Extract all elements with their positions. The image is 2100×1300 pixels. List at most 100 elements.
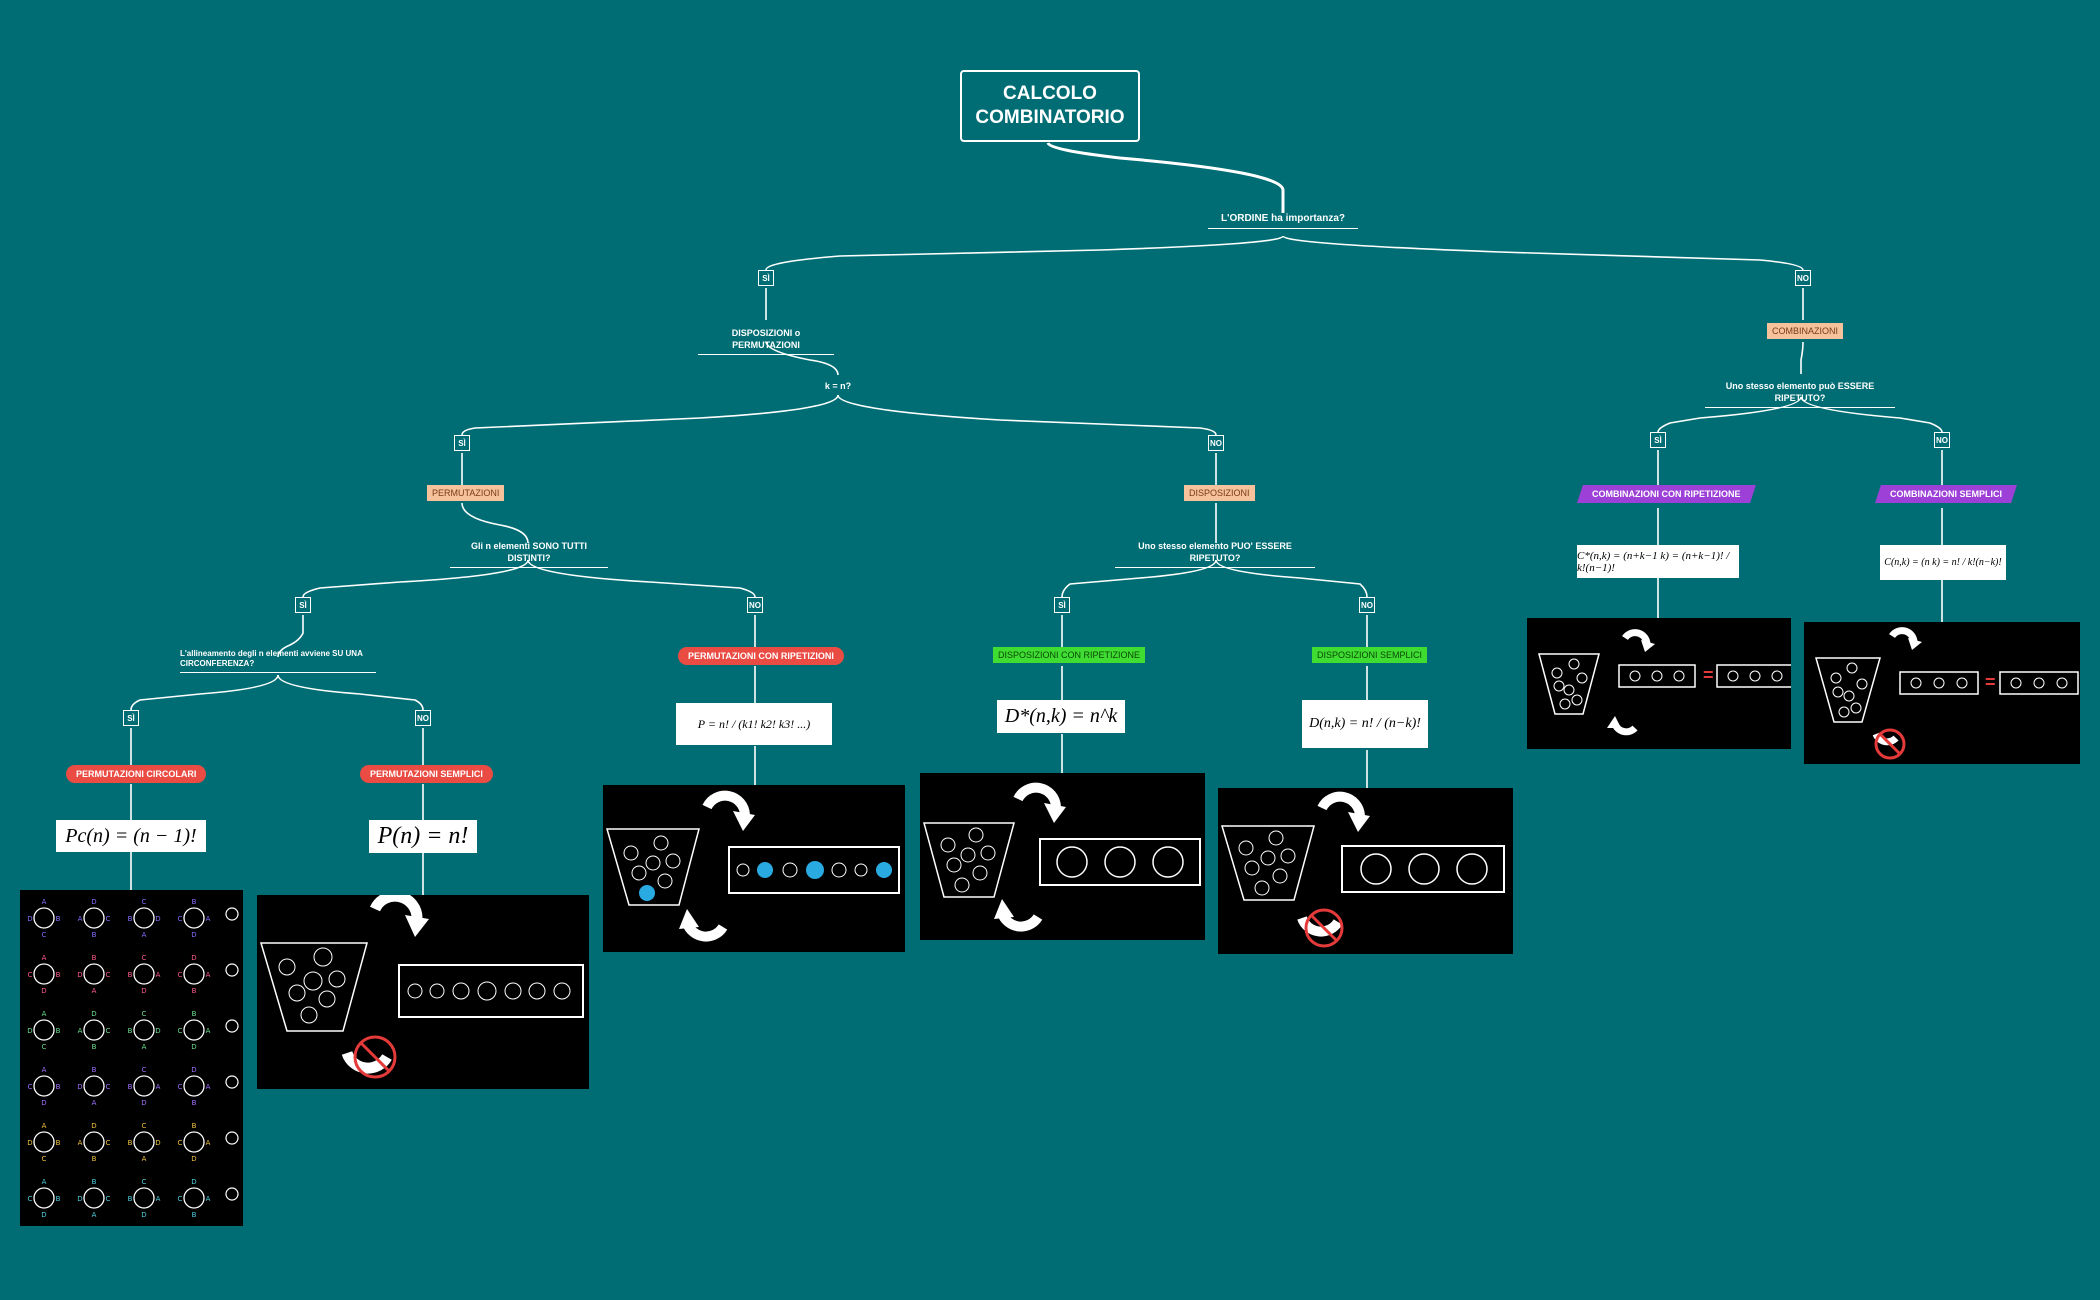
circular-letter: C bbox=[106, 915, 111, 923]
circular-letter: A bbox=[206, 1195, 211, 1203]
circular-letter: A bbox=[156, 971, 161, 979]
circular-letter: A bbox=[142, 931, 147, 939]
tag-perm-circolari: PERMUTAZIONI CIRCOLARI bbox=[66, 765, 207, 783]
row-marker bbox=[225, 1075, 239, 1089]
circular-letter: C bbox=[42, 1155, 47, 1163]
circular-ring bbox=[183, 1075, 205, 1097]
circular-letter: A bbox=[42, 1010, 47, 1018]
circular-letter: D bbox=[141, 987, 146, 995]
answer-yes-comb: SÌ bbox=[1650, 432, 1666, 448]
answer-yes-distinct: SÌ bbox=[295, 597, 311, 613]
circular-letter: A bbox=[42, 954, 47, 962]
tag-permutazioni: PERMUTAZIONI bbox=[427, 485, 505, 501]
circular-letter: D bbox=[191, 1066, 196, 1074]
formula-disp-ripetizione: D*(n,k) = n^k bbox=[997, 700, 1125, 733]
circular-letter: C bbox=[42, 1043, 47, 1051]
circular-letter: C bbox=[142, 898, 147, 906]
formula-disp-semplici: D(n,k) = n! / (n−k)! bbox=[1302, 700, 1428, 748]
circular-letter: D bbox=[77, 971, 82, 979]
question-circle: L'allineamento degli n elementi avviene … bbox=[180, 649, 376, 673]
answer-no-k: NO bbox=[1208, 435, 1224, 451]
panel-disp-semplici bbox=[1218, 788, 1513, 954]
formula-comb-ripetizione: C*(n,k) = (n+k−1 k) = (n+k−1)! / k!(n−1)… bbox=[1577, 545, 1739, 578]
circular-ring bbox=[33, 963, 55, 985]
panel-perm-ripetizioni bbox=[603, 785, 905, 952]
circular-letter: A bbox=[92, 1211, 97, 1219]
circular-ring bbox=[183, 1131, 205, 1153]
svg-text:=: = bbox=[1985, 672, 1996, 692]
circular-letter: C bbox=[142, 1010, 147, 1018]
circular-letter: B bbox=[56, 1195, 61, 1203]
tag-perm-ripetizioni: PERMUTAZIONI CON RIPETIZIONI bbox=[678, 647, 844, 665]
circular-letter: A bbox=[42, 1066, 47, 1074]
circular-ring bbox=[83, 1019, 105, 1041]
circular-letter: D bbox=[155, 1139, 160, 1147]
circular-ring bbox=[183, 963, 205, 985]
circular-letter: A bbox=[206, 1083, 211, 1091]
formula-comb-semplici: C(n,k) = (n k) = n! / k!(n−k)! bbox=[1880, 545, 2006, 580]
circular-letter: C bbox=[178, 971, 183, 979]
circular-letter: B bbox=[56, 1139, 61, 1147]
circular-letter: B bbox=[128, 1139, 133, 1147]
circular-letter: D bbox=[41, 1211, 46, 1219]
panel-comb-semplici: = bbox=[1804, 622, 2080, 764]
tag-comb-ripetizione: COMBINAZIONI CON RIPETIZIONE bbox=[1577, 485, 1756, 503]
root-title: CALCOLO COMBINATORIO bbox=[960, 70, 1140, 142]
circular-letter: B bbox=[56, 1027, 61, 1035]
circular-letter: B bbox=[92, 954, 97, 962]
answer-yes-order: SÌ bbox=[758, 270, 774, 286]
formula-perm-semplici: P(n) = n! bbox=[369, 820, 477, 853]
row-marker bbox=[225, 1187, 239, 1201]
circular-letter: C bbox=[106, 1083, 111, 1091]
circular-letter: B bbox=[128, 971, 133, 979]
circular-letter: B bbox=[192, 1122, 197, 1130]
circular-ring bbox=[83, 1131, 105, 1153]
circular-letter: B bbox=[92, 1178, 97, 1186]
circular-letter: A bbox=[78, 1139, 83, 1147]
circular-letter: B bbox=[56, 971, 61, 979]
formula-perm-ripetizioni: P = n! / (k1! k2! k3! ...) bbox=[676, 703, 832, 745]
circular-letter: C bbox=[106, 1027, 111, 1035]
circular-letter: C bbox=[142, 1178, 147, 1186]
tag-comb-semplici-label: COMBINAZIONI SEMPLICI bbox=[1890, 489, 2002, 499]
question-distinct: Gli n elementi SONO TUTTI DISTINTI? bbox=[450, 540, 608, 568]
circular-letter: A bbox=[92, 1099, 97, 1107]
panel-perm-semplici bbox=[257, 890, 589, 1089]
circular-letter: A bbox=[142, 1043, 147, 1051]
circular-ring bbox=[33, 1075, 55, 1097]
circular-ring bbox=[33, 907, 55, 929]
answer-yes-k: SÌ bbox=[454, 435, 470, 451]
circular-letter: D bbox=[41, 987, 46, 995]
circular-letter: B bbox=[56, 1083, 61, 1091]
circular-letter: A bbox=[206, 971, 211, 979]
circular-ring bbox=[133, 1075, 155, 1097]
circular-letter: B bbox=[192, 1099, 197, 1107]
row-marker bbox=[225, 1019, 239, 1033]
circular-letter: D bbox=[141, 1211, 146, 1219]
circular-letter: A bbox=[142, 1155, 147, 1163]
circular-letter: B bbox=[128, 1195, 133, 1203]
circular-ring bbox=[133, 907, 155, 929]
question-order: L'ORDINE ha importanza? bbox=[1208, 213, 1358, 229]
circular-letter: C bbox=[28, 1083, 33, 1091]
circular-letter: C bbox=[42, 931, 47, 939]
circular-letter: B bbox=[128, 1083, 133, 1091]
answer-no-comb: NO bbox=[1934, 432, 1950, 448]
circular-letter: D bbox=[27, 1027, 32, 1035]
answer-yes-circle: SÌ bbox=[123, 710, 139, 726]
answer-no-order: NO bbox=[1795, 270, 1811, 286]
circular-letter: B bbox=[128, 915, 133, 923]
circular-letter: C bbox=[142, 1066, 147, 1074]
circular-ring bbox=[83, 1075, 105, 1097]
answer-no-distinct: NO bbox=[747, 597, 763, 613]
circular-letter: A bbox=[42, 1122, 47, 1130]
circular-letter: D bbox=[91, 898, 96, 906]
circular-letter: D bbox=[141, 1099, 146, 1107]
circular-letter: A bbox=[42, 1178, 47, 1186]
circular-letter: B bbox=[192, 987, 197, 995]
circular-letter: D bbox=[41, 1099, 46, 1107]
circular-letter: B bbox=[192, 1010, 197, 1018]
circular-letter: C bbox=[28, 971, 33, 979]
panel-disp-ripetizione bbox=[920, 773, 1205, 940]
